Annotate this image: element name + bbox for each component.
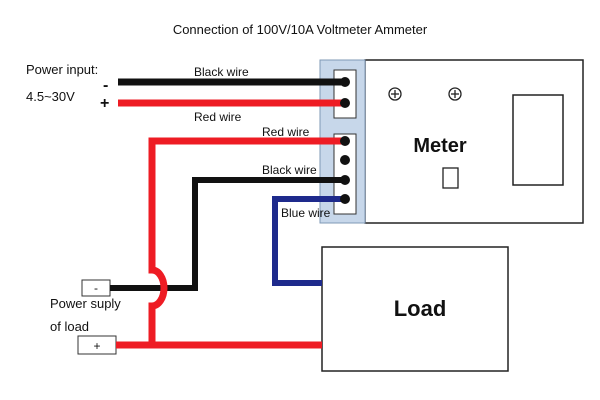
power-terminal-screw-1 — [340, 77, 350, 87]
blue-wire-label: Blue wire — [281, 206, 331, 220]
top-red-wire-label: Red wire — [194, 110, 242, 124]
meter-display — [512, 94, 564, 186]
diagram-title: Connection of 100V/10A Voltmeter Ammeter — [173, 22, 428, 37]
load-label: Load — [394, 296, 447, 321]
power-input-label: Power input: — [26, 62, 98, 77]
blue-wire — [272, 196, 345, 286]
load-supply-label-line2: of load — [50, 319, 89, 334]
load-box — [321, 246, 509, 372]
power-input-plus: + — [100, 95, 109, 112]
meter-terminal-2 — [448, 87, 462, 101]
load-supply-plus: + — [93, 339, 100, 353]
signal-terminal-screw-4 — [340, 194, 350, 204]
black-wire — [110, 177, 345, 291]
mid-red-wire-label: Red wire — [262, 125, 310, 139]
signal-terminal-screw-2 — [340, 155, 350, 165]
load-supply-minus: - — [94, 281, 98, 295]
signal-terminal-screw-3 — [340, 175, 350, 185]
meter-terminal-1 — [388, 87, 402, 101]
mid-black-wire-label: Black wire — [262, 163, 317, 177]
signal-terminal-screw-1 — [340, 136, 350, 146]
power-input-minus: - — [103, 77, 108, 94]
signal-connector — [333, 133, 357, 215]
meter-button — [442, 167, 459, 189]
meter-label: Meter — [413, 135, 467, 157]
top-black-wire-label: Black wire — [194, 65, 249, 79]
power-input-range: 4.5~30V — [26, 89, 75, 104]
power-terminal-screw-2 — [340, 98, 350, 108]
red-wire — [148, 137, 345, 349]
load-supply-label: Power suply — [50, 296, 121, 311]
